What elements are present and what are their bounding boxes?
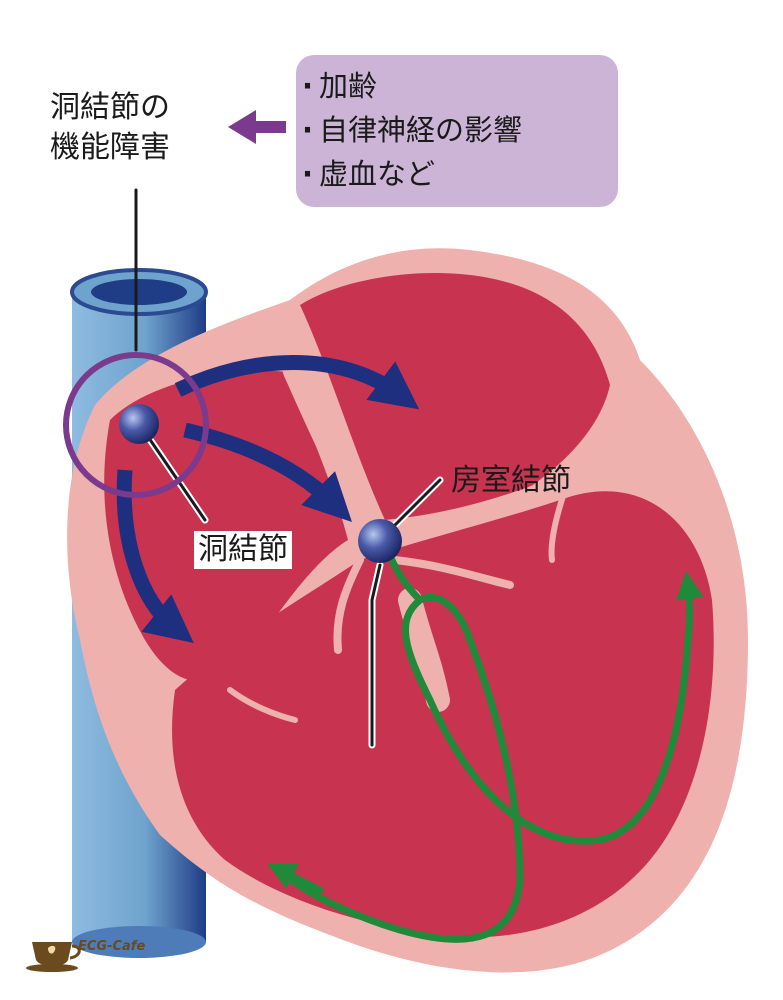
left-atrium xyxy=(300,273,610,522)
av-node xyxy=(358,519,402,563)
sinus-node-highlight-circle xyxy=(63,352,209,498)
sinus-dysfunction-label-line2: 機能障害 xyxy=(50,130,170,165)
green-arrow-left xyxy=(267,863,324,894)
conduction-loop xyxy=(402,596,692,845)
cause-item: 虚血など xyxy=(302,152,522,196)
sinus-dysfunction-label: 洞結節の 機能障害 xyxy=(50,88,170,168)
conduction-return xyxy=(281,593,524,943)
logo-cup-icon xyxy=(26,942,81,972)
sa-node xyxy=(119,404,159,444)
cause-item: 自律神経の影響 xyxy=(302,108,522,152)
logo-text: ECG-Cafe xyxy=(78,939,146,954)
cause-list: 加齢 自律神経の影響 虚血など xyxy=(302,64,522,196)
av-node-label: 房室結節 xyxy=(451,463,571,498)
arrow-to-left-atrium xyxy=(174,355,420,410)
green-arrow-up xyxy=(675,571,704,644)
ventricular-conduction xyxy=(267,544,704,943)
sa-node-label: 洞結節 xyxy=(194,531,292,569)
sinus-dysfunction-label-line1: 洞結節の xyxy=(50,90,170,125)
ventricles xyxy=(172,491,714,938)
cause-arrow-icon xyxy=(228,110,286,144)
cause-item: 加齢 xyxy=(302,64,522,108)
